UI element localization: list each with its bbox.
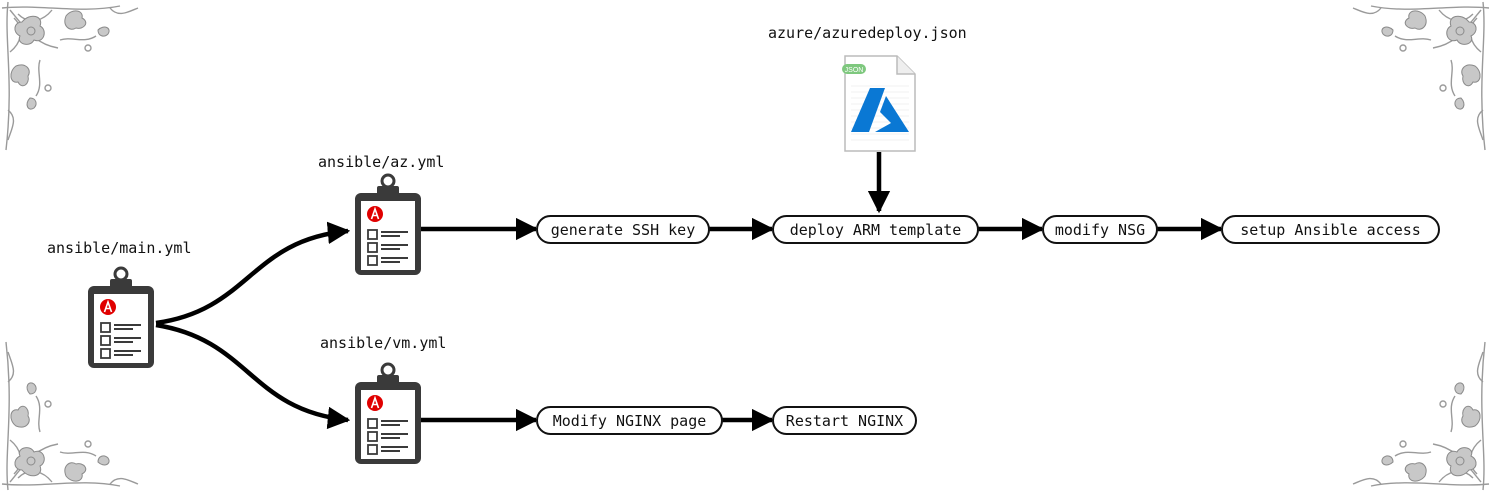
- corner-ornament-bottom-right: [1352, 341, 1490, 491]
- edge-main-to-az: [155, 221, 351, 326]
- step-node-modify-nsg: modify NSG: [1042, 215, 1158, 244]
- corner-ornament-top-left: [1, 1, 139, 151]
- step-label: generate SSH key: [551, 221, 696, 239]
- json-badge: JSON: [845, 67, 864, 74]
- step-label: setup Ansible access: [1240, 221, 1421, 239]
- step-label: Restart NGINX: [786, 412, 903, 430]
- step-node-deploy-arm-template: deploy ARM template: [772, 215, 979, 244]
- step-node-restart-nginx: Restart NGINX: [772, 406, 917, 435]
- playbook-vm-label: ansible/vm.yml: [320, 334, 446, 352]
- step-node-generate-ssh-key: generate SSH key: [536, 215, 710, 244]
- playbook-main-label: ansible/main.yml: [47, 239, 192, 257]
- step-node-setup-ansible-access: setup Ansible access: [1221, 215, 1440, 244]
- azure-json-file-icon: JSON: [842, 55, 916, 152]
- playbook-az-label: ansible/az.yml: [318, 153, 444, 171]
- corner-ornament-top-right: [1352, 1, 1490, 151]
- azure-logo-icon: [851, 88, 909, 132]
- edges: [155, 152, 1224, 432]
- edge-main-to-vm: [155, 322, 351, 430]
- step-node-modify-nginx-page: Modify NGINX page: [536, 406, 723, 435]
- ansible-playbook-clipboard-icon: [353, 362, 423, 466]
- template-file-label: azure/azuredeploy.json: [768, 24, 967, 42]
- ansible-playbook-clipboard-icon: [86, 266, 156, 370]
- ansible-playbook-clipboard-icon: [353, 173, 423, 277]
- step-label: modify NSG: [1055, 221, 1145, 239]
- step-label: Modify NGINX page: [553, 412, 707, 430]
- step-label: deploy ARM template: [790, 221, 962, 239]
